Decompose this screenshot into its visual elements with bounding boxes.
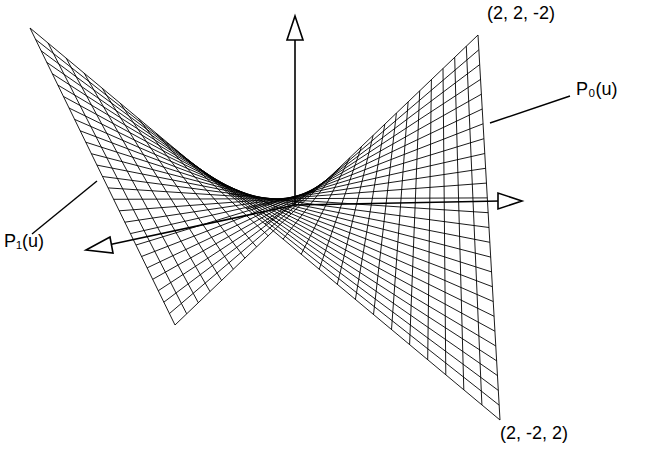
mesh-line (319, 147, 361, 270)
mesh-line (30, 28, 175, 325)
axes (86, 16, 522, 253)
mesh-line (466, 46, 482, 405)
mesh-line (392, 102, 409, 330)
mesh-line (301, 158, 350, 255)
mesh-line (169, 50, 478, 314)
mesh-line (58, 85, 496, 346)
mesh-line (158, 79, 480, 290)
y-axis (295, 201, 500, 205)
mesh-line (175, 149, 269, 236)
curve-label: P₁(u) (4, 232, 44, 252)
z-axis (294, 38, 296, 205)
mesh-line (147, 109, 482, 268)
mesh-line (428, 80, 432, 360)
mesh-line (102, 88, 221, 280)
leader-line (490, 96, 570, 123)
mesh-line (130, 154, 484, 234)
mesh-line (478, 35, 500, 420)
mesh-line (30, 28, 500, 420)
mesh-line (153, 94, 482, 279)
mesh-line (410, 91, 420, 345)
mesh-line (175, 35, 478, 325)
mesh-line (164, 65, 480, 303)
mesh-line (193, 164, 280, 225)
mesh-line (84, 73, 210, 291)
corner-coordinate: (2, 2, -2) (487, 4, 555, 24)
ruled-mesh (30, 28, 500, 420)
axis-arrowhead (498, 193, 522, 209)
leader-line (32, 181, 97, 234)
mesh-line (247, 191, 315, 209)
mesh-line (64, 97, 495, 332)
mesh-line (355, 124, 384, 299)
axis-arrowhead (287, 16, 303, 40)
mesh-line (97, 165, 490, 242)
mesh-line (41, 51, 498, 391)
leader-lines (32, 96, 570, 234)
mesh-line (47, 62, 498, 375)
mesh-line (374, 113, 397, 314)
mesh-line (52, 74, 496, 361)
axis-arrowhead (86, 237, 113, 253)
mesh-line (443, 69, 446, 375)
curve-label: P₀(u) (576, 80, 617, 100)
mesh-line (48, 43, 187, 314)
mesh-line (337, 135, 373, 284)
mesh-line (139, 119, 245, 259)
corner-coordinate: (2, -2, 2) (500, 424, 568, 444)
x-axis (108, 205, 295, 245)
mesh-line (157, 134, 257, 247)
mesh-line (136, 139, 484, 245)
mesh-line (66, 58, 198, 303)
mesh-line (455, 57, 464, 390)
mesh-line (91, 154, 490, 257)
mesh-line (36, 39, 500, 405)
mesh-line (120, 103, 233, 269)
mesh-line (229, 194, 303, 203)
